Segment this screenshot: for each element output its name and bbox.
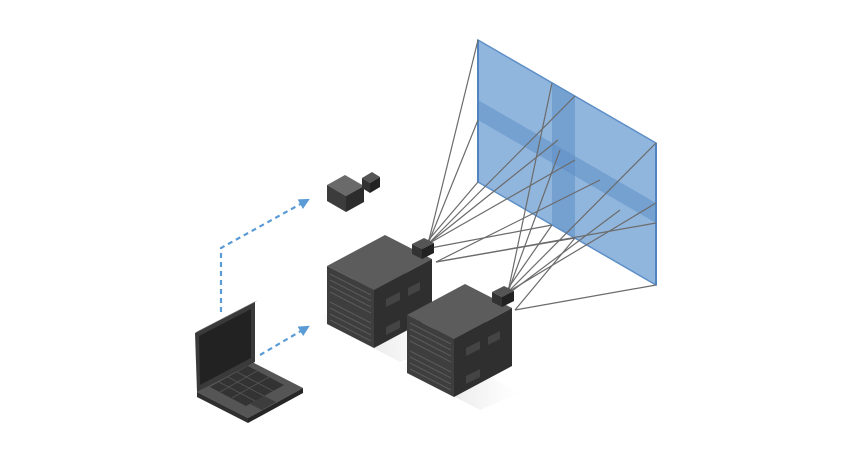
camera-icon (327, 172, 380, 212)
connector-laptop-to-camera (219, 198, 310, 312)
connector-laptop-to-projector (259, 325, 310, 356)
projector-stack-2 (396, 284, 520, 410)
projector-unit-upper (327, 235, 434, 320)
projector-unit-upper (407, 284, 514, 369)
laptop-icon (195, 300, 303, 423)
projector-beams (419, 39, 657, 311)
dashed-connectors (219, 198, 310, 356)
projection-screen-icon (477, 38, 657, 287)
